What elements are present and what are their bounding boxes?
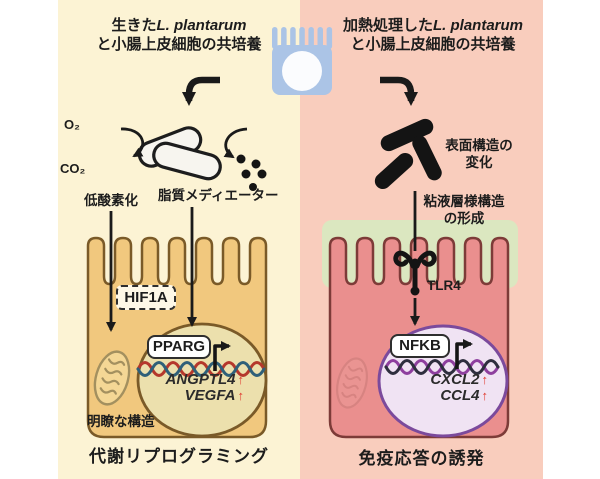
header-arrow-left [182,76,220,106]
gene-row: CXCL2↑ [380,372,488,388]
hif1a-box: HIF1A [116,285,176,310]
up-arrow: ↑ [481,372,489,387]
gene-ccl4: CCL4 [440,387,480,404]
header-right-prefix: 加熱処理した [342,17,433,34]
header-right-line2: と小腸上皮細胞の共培養 [350,36,516,53]
lipid-release-arrow [223,127,248,159]
dna-right [384,359,500,375]
mitochondria-clear [93,350,131,406]
mitochondria-label: 明瞭な構造 [87,414,155,429]
o2-co2-cycle-arrow [120,127,145,158]
header-left-species: L. plantarum [156,17,247,34]
nfkb-box: NFKB [390,334,450,358]
caption-immune-response: 免疫応答の誘発 [358,449,485,468]
o2-label: O₂ [64,117,80,132]
co2-label: CO₂ [60,161,86,176]
up-arrow: ↑ [237,388,245,403]
lipid-mediator-dots [236,154,267,191]
header-left-prefix: 生きた [111,17,157,34]
gene-row: CCL4↑ [380,388,488,404]
transcription-arrow-left [213,341,231,371]
live-bacteria-icon [137,126,222,181]
lipid-mediator-label: 脂質メディエーター [158,188,279,203]
header-right: 加熱処理したL. plantarum と小腸上皮細胞の共培養 [330,16,536,54]
header-left: 生きたL. plantarum と小腸上皮細胞の共培養 [69,16,289,54]
transcription-arrow-right [455,339,473,369]
tlr4-receptor-icon [393,250,437,296]
upregulated-genes-right: CXCL2↑ CCL4↑ [380,372,488,404]
gene-cxcl2: CXCL2 [430,371,480,388]
header-right-species: L. plantarum [433,17,524,34]
surface-change-line2: 変化 [465,155,493,170]
heat-treated-bacteria-icon [374,118,442,190]
header-arrow-right [380,76,418,106]
surface-change-label: 表面構造の 変化 [436,137,522,171]
pparg-box: PPARG [147,335,211,359]
caption-metabolic-reprogramming: 代謝リプログラミング [89,447,269,466]
header-left-line2: と小腸上皮細胞の共培養 [96,36,262,53]
gene-vegfa: VEGFA [184,387,236,404]
upregulated-genes-left: ANGPTL4↑ VEGFA↑ [132,372,244,404]
dna-left [136,361,266,377]
chip-well [282,51,322,91]
surface-change-line1: 表面構造の [445,138,513,153]
mucus-layer-line1: 粘液層様構造 [423,194,505,209]
gene-row: ANGPTL4↑ [132,372,244,388]
gene-angptl4: ANGPTL4 [165,371,236,388]
mucus-layer-label: 粘液層様構造 の形成 [416,193,512,227]
hypoxia-label: 低酸素化 [84,193,138,208]
mucus-layer-line2: の形成 [443,211,485,226]
culture-chip-icon [272,27,333,95]
up-arrow: ↑ [481,388,489,403]
gene-row: VEGFA↑ [132,388,244,404]
tlr4-label: TLR4 [427,278,461,293]
mitochondria-faint [336,357,368,409]
up-arrow: ↑ [237,372,245,387]
